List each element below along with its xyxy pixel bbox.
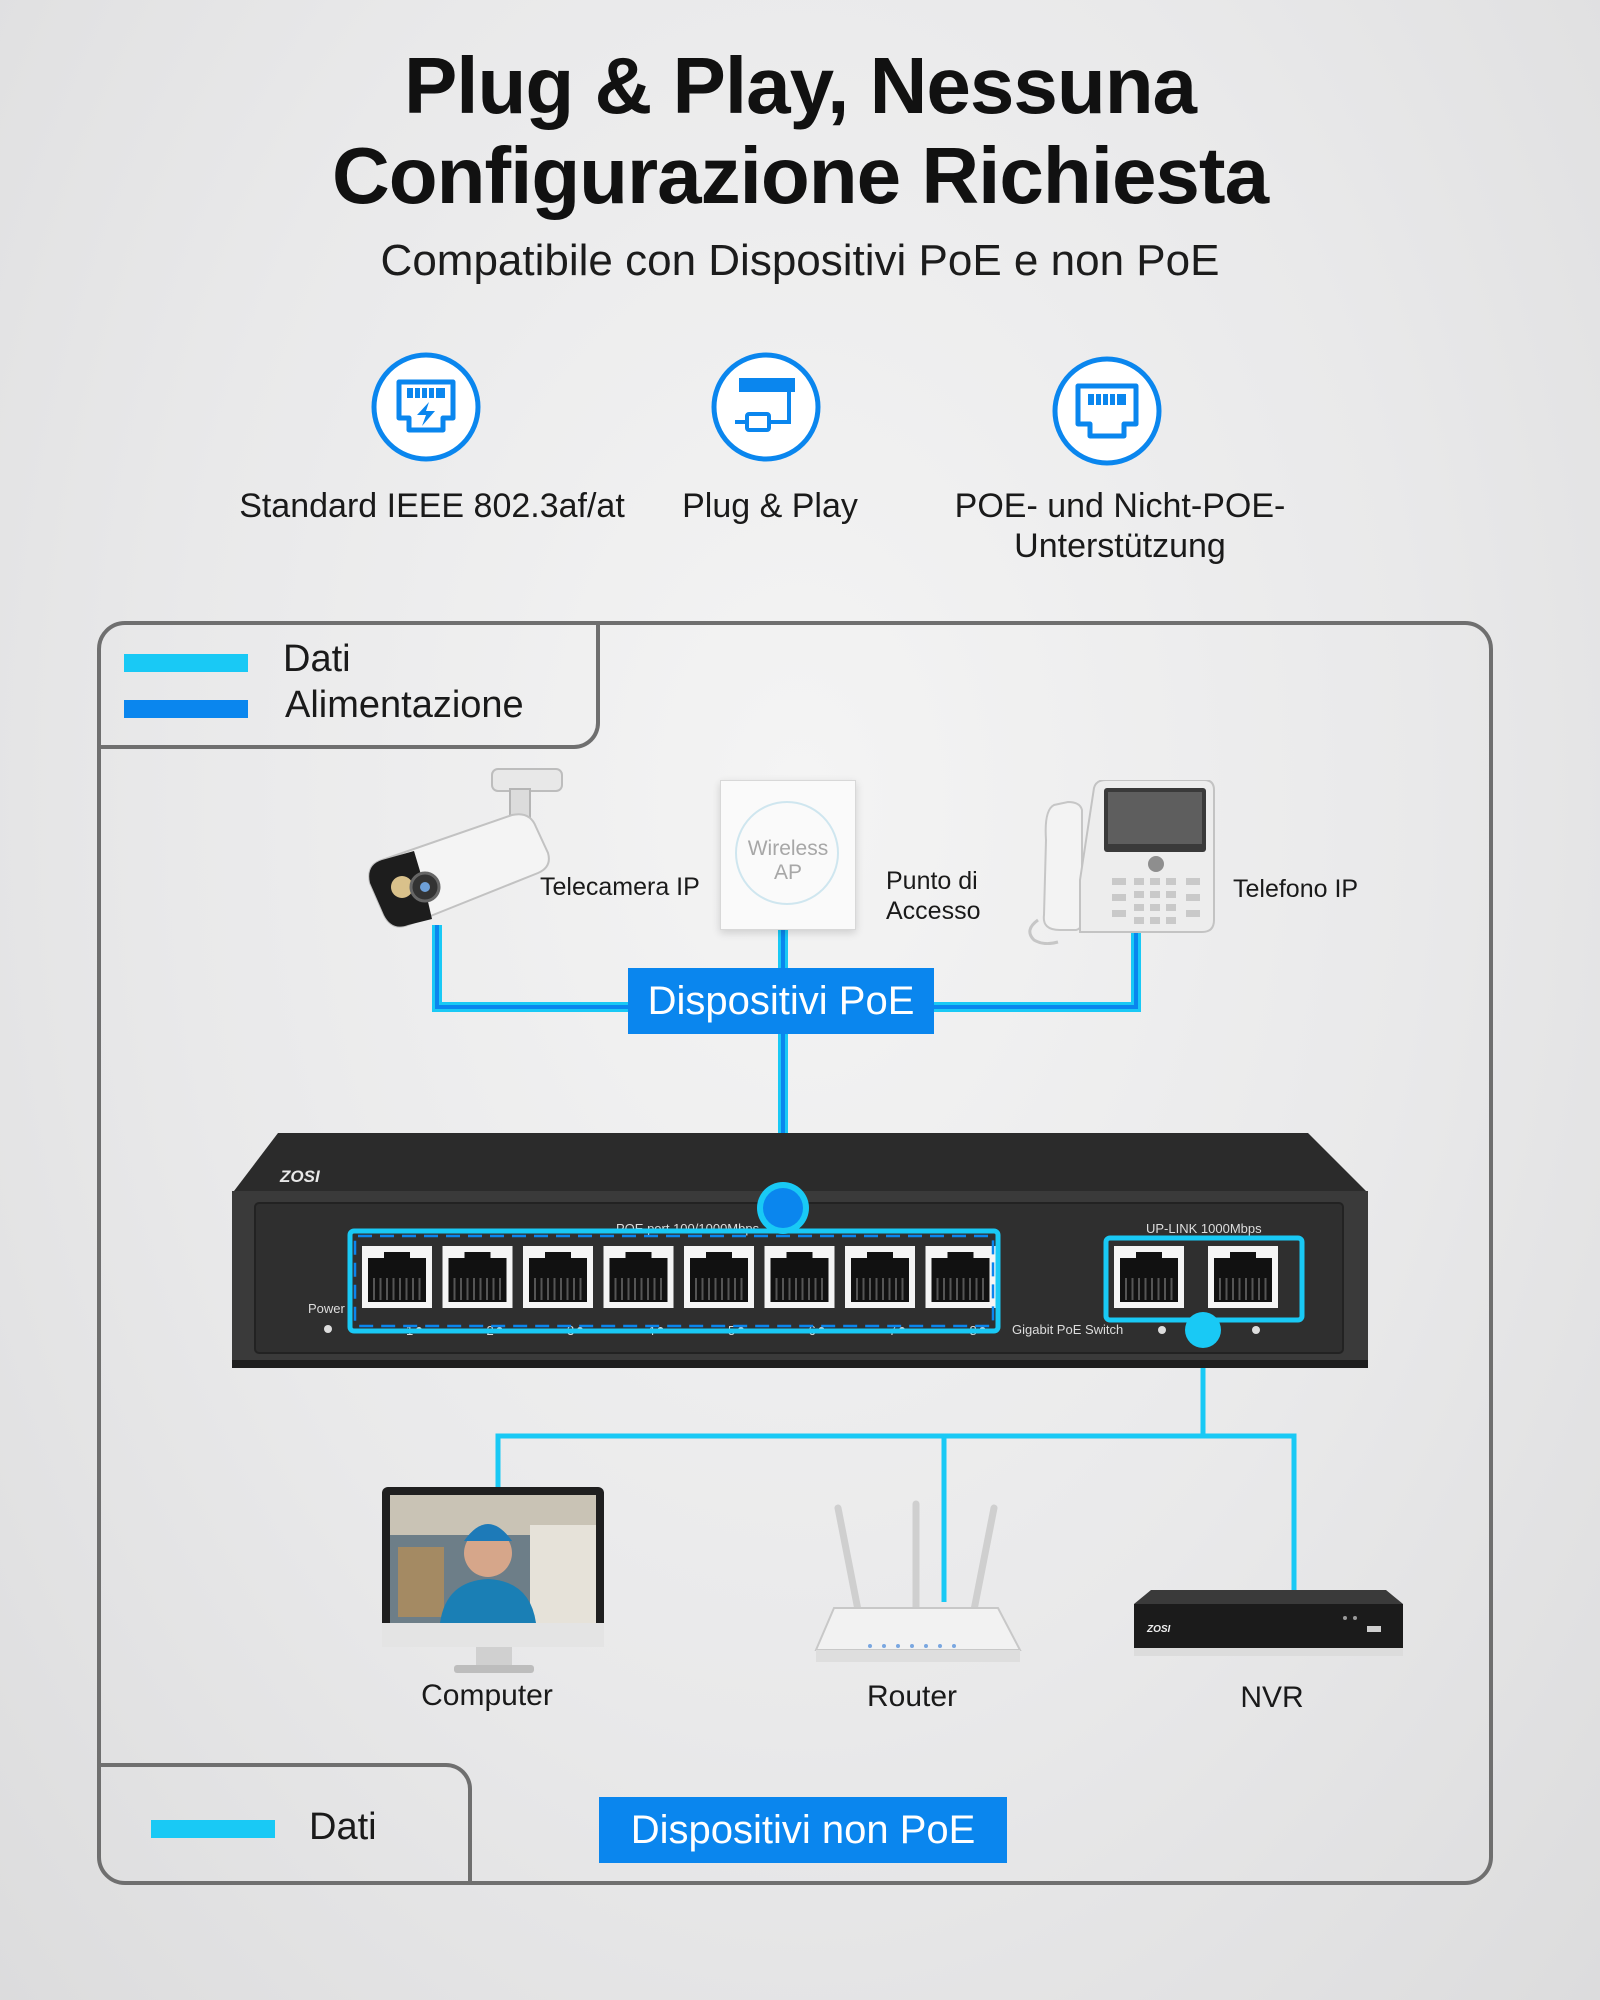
wireless-ap-image: Wireless AP xyxy=(720,780,856,930)
uplink-ports xyxy=(1114,1246,1278,1334)
non-poe-devices-badge: Dispositivi non PoE xyxy=(599,1797,1007,1863)
uplink-port-1 xyxy=(1114,1246,1184,1308)
switch-brand: ZOSI xyxy=(279,1167,321,1186)
feature-poe-support-line2: Unterstützung xyxy=(1014,527,1226,565)
legend-data-label: Dati xyxy=(283,638,351,680)
power-led xyxy=(324,1325,332,1333)
computer-label: Computer xyxy=(421,1679,553,1712)
poe-port-6 xyxy=(764,1246,835,1308)
poe-port-8 xyxy=(925,1246,996,1308)
legend-top-box xyxy=(97,621,600,749)
switch-uplink-label: UP-LINK 1000Mbps xyxy=(1146,1221,1262,1236)
access-point-label-line2: Accesso xyxy=(886,897,981,925)
feature-plug-play-label: Plug & Play xyxy=(682,487,858,525)
switch-uplink-connector-dot xyxy=(1185,1312,1221,1348)
feature-poe-support-label: POE- und Nicht-POE- Unterstützung xyxy=(920,486,1320,566)
poe-switch-image: ZOSI POE port 100/1000Mbps UP-LINK 1000M… xyxy=(232,1133,1368,1368)
poe-port-4 xyxy=(603,1246,674,1308)
access-point-label-line1: Punto di xyxy=(886,867,978,895)
poe-port-3 xyxy=(523,1246,593,1308)
nvr-brand: ZOSI xyxy=(1146,1624,1171,1635)
ethernet-power-icon xyxy=(371,352,481,462)
ip-camera-image xyxy=(368,768,563,928)
nvr-image: ZOSI xyxy=(1134,1590,1403,1656)
poe-port-1 xyxy=(362,1246,432,1308)
camera-data-line xyxy=(435,925,632,1009)
router-image xyxy=(814,1500,1022,1662)
uplink-port-2 xyxy=(1208,1246,1278,1308)
uplink-led-2 xyxy=(1252,1326,1260,1334)
legend-power-swatch xyxy=(124,700,248,718)
diagram-frame xyxy=(97,621,1493,1885)
page-title-line2: Configurazione Richiesta xyxy=(331,131,1269,220)
phone-label: Telefono IP xyxy=(1233,875,1359,903)
switch-power-label: Power xyxy=(308,1301,346,1316)
poe-devices-badge: Dispositivi PoE xyxy=(628,968,934,1034)
ethernet-port-icon xyxy=(1052,356,1162,466)
poe-ports-highlight xyxy=(347,1228,1001,1334)
ip-phone-image xyxy=(1028,780,1215,945)
ap-ring xyxy=(735,801,839,905)
poe-port-7 xyxy=(845,1246,915,1308)
access-point-label: Punto di Accesso xyxy=(886,866,980,926)
poe-port-5 xyxy=(684,1246,754,1308)
legend-bottom-data-label: Dati xyxy=(309,1806,377,1848)
phone-data-line xyxy=(932,925,1138,1009)
router-label: Router xyxy=(866,1680,958,1713)
poe-port-2 xyxy=(442,1246,513,1308)
uplink-led-1 xyxy=(1158,1326,1166,1334)
page-title-line1: Plug & Play, Nessuna xyxy=(403,41,1197,130)
camera-label: Telecamera IP xyxy=(540,873,700,901)
camera-power-line xyxy=(432,925,632,1012)
feature-poe-support-line1: POE- und Nicht-POE- xyxy=(954,487,1286,525)
legend-power-label: Alimentazione xyxy=(285,684,524,726)
legend-data-swatch xyxy=(124,654,248,672)
ap-device-text: Wireless AP xyxy=(721,837,855,885)
nvr-label: NVR xyxy=(1240,1681,1304,1714)
legend-bottom-box xyxy=(97,1763,472,1885)
switch-model-label: Gigabit PoE Switch xyxy=(1012,1322,1123,1337)
feature-ieee-label: Standard IEEE 802.3af/at xyxy=(239,487,625,525)
legend-bottom-data-swatch xyxy=(151,1820,275,1838)
ap-device-text-line2: AP xyxy=(773,861,802,884)
ap-device-text-line1: Wireless xyxy=(747,837,829,860)
poe-ports-power-highlight xyxy=(353,1234,995,1328)
page-subtitle: Compatibile con Dispositivi PoE e non Po… xyxy=(380,236,1220,285)
computer-image xyxy=(382,1487,604,1673)
switch-poe-connector-dot-inner xyxy=(763,1188,803,1228)
plug-and-play-icon xyxy=(711,352,821,462)
